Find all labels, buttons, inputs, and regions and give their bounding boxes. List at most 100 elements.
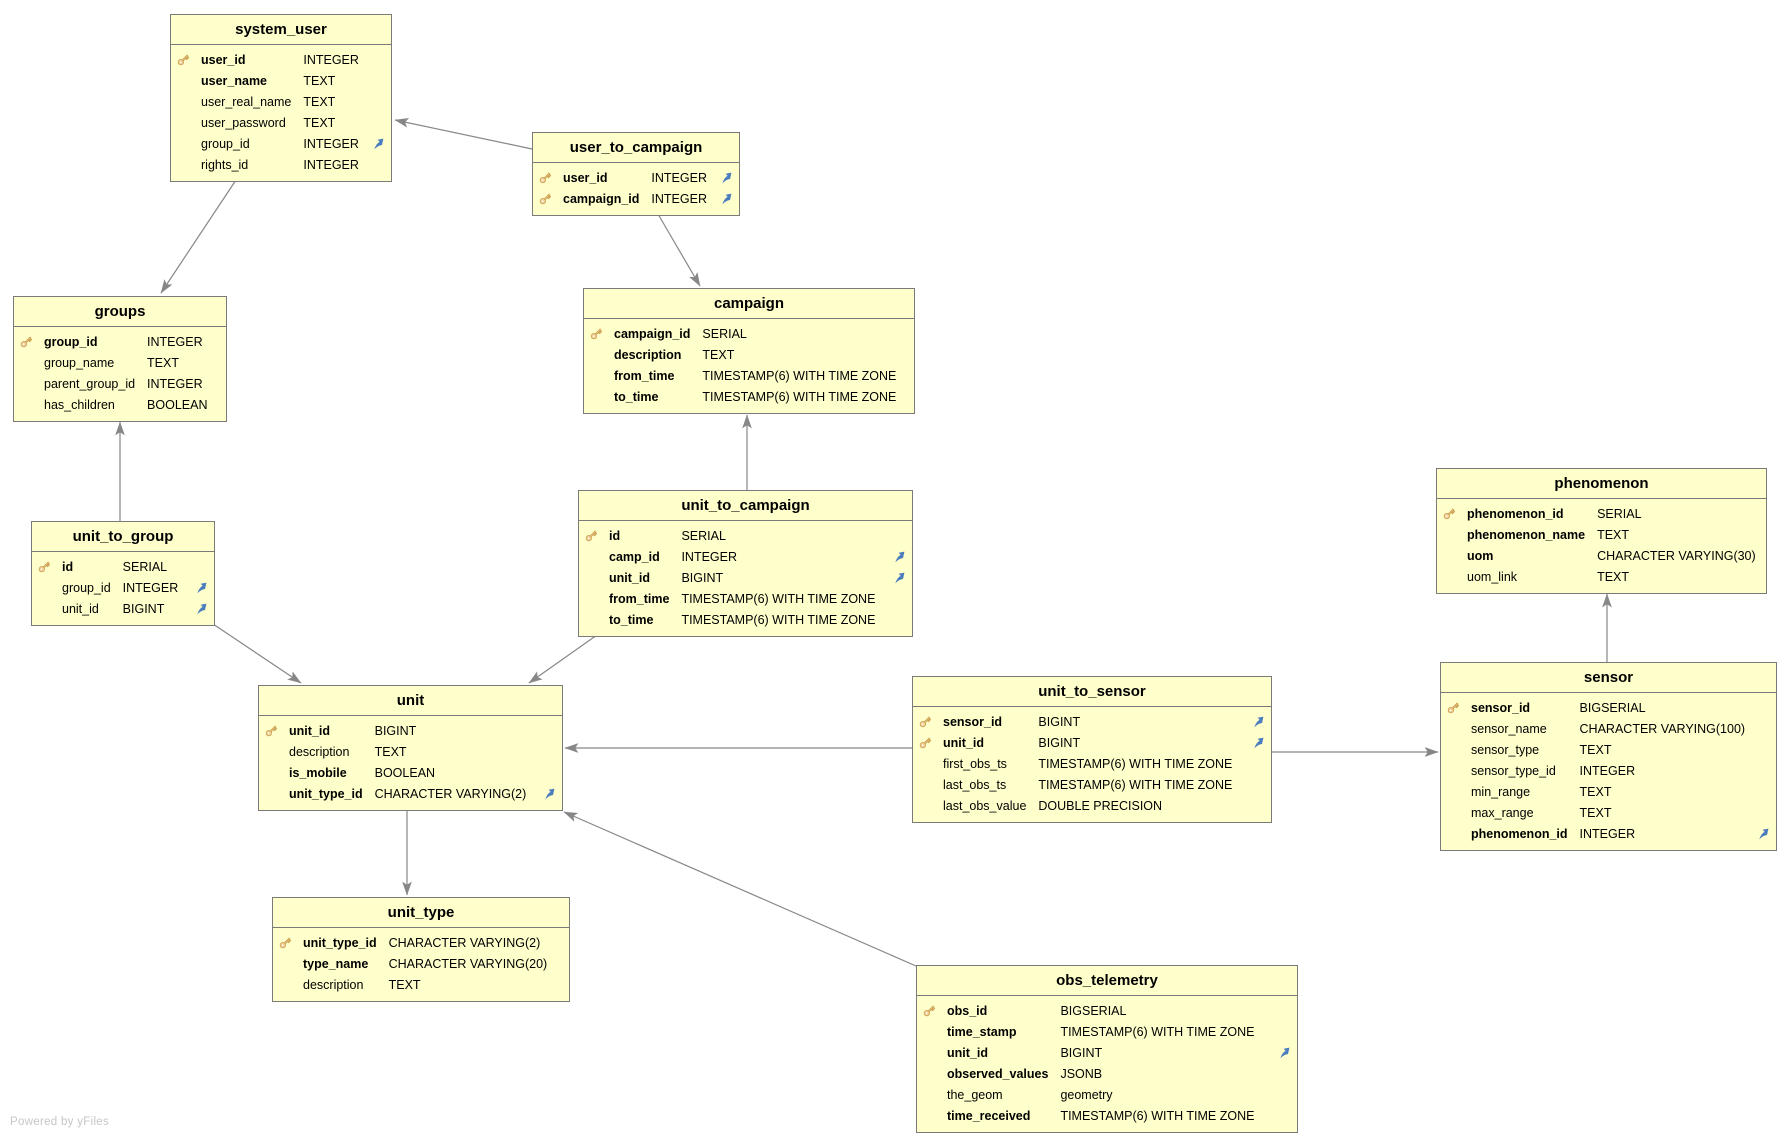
field-name: campaign_id [614,326,691,341]
field-type: TIMESTAMP(6) WITH TIME ZONE [702,389,897,404]
field-name: unit_id [947,1045,988,1060]
foreign-key-icon [716,192,733,206]
field-type: TEXT [1579,784,1612,799]
field-type: BOOLEAN [374,765,436,780]
field-type: TIMESTAMP(6) WITH TIME ZONE [1060,1024,1255,1039]
field-type: TEXT [702,347,735,362]
primary-key-icon [589,326,614,341]
foreign-key-icon [889,550,906,564]
field-type: INTEGER [681,549,737,564]
field-name: uom [1467,548,1494,563]
table-title: sensor [1441,663,1776,693]
field-name: from_time [609,591,670,606]
field-name: unit_id [609,570,650,585]
field-name: user_id [201,52,246,67]
field-type: BIGINT [1060,1045,1103,1060]
foreign-key-icon [889,571,906,585]
field-name: user_real_name [201,94,292,109]
foreign-key-icon [191,581,208,595]
field-name: to_time [609,612,654,627]
field-name: uom_link [1467,569,1518,584]
table-title: unit_type [273,898,569,928]
field-type: INTEGER [122,580,179,595]
field-type: BIGINT [1038,714,1081,729]
primary-key-icon [1446,700,1471,715]
field-name: group_name [44,355,115,370]
field-type: TEXT [1597,569,1630,584]
field-type: TEXT [303,115,336,130]
field-type: TIMESTAMP(6) WITH TIME ZONE [1060,1108,1255,1123]
table-title: unit [259,686,562,716]
field-type: INTEGER [303,136,359,151]
field-name: observed_values [947,1066,1049,1081]
field-type: INTEGER [651,191,707,206]
field-type: TEXT [303,94,336,109]
field-name: min_range [1471,784,1531,799]
field-name: user_id [563,170,608,185]
foreign-key-icon [1274,1046,1291,1060]
primary-key-icon [264,723,289,738]
field-name: camp_id [609,549,660,564]
field-type: JSONB [1060,1066,1103,1081]
yfiles-watermark: Powered by yFiles [10,1116,110,1128]
field-type: BOOLEAN [147,397,208,412]
field-type: TEXT [374,744,407,759]
field-type: INTEGER [1579,826,1636,841]
field-type: BIGINT [374,723,417,738]
table-title: user_to_campaign [533,133,739,163]
field-type: BIGINT [1038,735,1081,750]
primary-key-icon [918,714,943,729]
field-name: time_stamp [947,1024,1017,1039]
field-name: user_password [201,115,286,130]
field-type: BIGSERIAL [1579,700,1646,715]
table-title: obs_telemetry [917,966,1297,996]
field-type: geometry [1060,1087,1113,1102]
field-name: sensor_id [943,714,1003,729]
field-name: description [289,744,350,759]
primary-key-icon [922,1003,947,1018]
field-type: TIMESTAMP(6) WITH TIME ZONE [1038,756,1233,771]
field-type: TEXT [1579,742,1612,757]
field-name: obs_id [947,1003,988,1018]
field-name: time_received [947,1108,1031,1123]
field-type: BIGINT [681,570,724,585]
field-type: INTEGER [147,376,203,391]
edge-user_to_campaign-to-system_user [394,118,533,150]
field-type: CHARACTER VARYING(2) [388,935,541,950]
field-name: group_id [201,136,250,151]
field-type: SERIAL [122,559,168,574]
field-name: rights_id [201,157,249,172]
field-type: CHARACTER VARYING(100) [1579,721,1746,736]
field-name: sensor_id [1471,700,1531,715]
field-type: TIMESTAMP(6) WITH TIME ZONE [681,591,876,606]
edge-obs_telemetry-to-unit [563,811,917,967]
table-title: unit_to_sensor [913,677,1271,707]
field-name: max_range [1471,805,1534,820]
field-name: group_id [62,580,111,595]
field-type: SERIAL [1597,506,1642,521]
table-title: campaign [584,289,914,319]
foreign-key-icon [1753,827,1770,841]
edge-user_to_campaign-to-campaign [657,213,701,287]
